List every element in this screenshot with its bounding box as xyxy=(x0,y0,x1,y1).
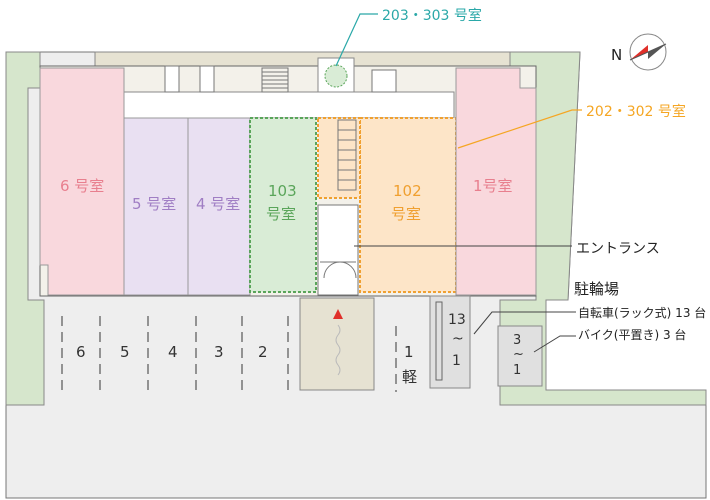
bicycle-count-bottom: 1 xyxy=(452,353,461,369)
corridor xyxy=(123,91,455,119)
walkway-line xyxy=(335,324,341,376)
room-103 xyxy=(249,117,317,293)
bicycle-label: 自転車(ラック式) 13 台 xyxy=(578,306,707,320)
parking-lines xyxy=(61,316,397,392)
bicycle-rack-icon xyxy=(435,301,443,381)
parking-space-3: 3 xyxy=(214,343,224,361)
room-102-suffix: 号室 xyxy=(391,205,422,223)
door-arc xyxy=(323,261,341,279)
room-103-suffix: 号室 xyxy=(266,205,297,223)
bicycle-count-top: 13 xyxy=(448,312,466,328)
room-1 xyxy=(455,67,537,296)
room-4 xyxy=(187,117,251,296)
motorbike-label: バイク(平置き) 3 台 xyxy=(578,328,687,342)
room-1-label: 1号室 xyxy=(473,177,513,195)
motorbike-area xyxy=(497,325,543,387)
parking-space-5: 5 xyxy=(120,343,130,361)
bicycle-rack-area xyxy=(429,295,471,389)
bicycle-leader xyxy=(473,311,576,335)
top-doors xyxy=(164,65,397,93)
bicycle-count-tilde: ~ xyxy=(452,331,464,347)
motorbike-count-tilde: ~ xyxy=(513,347,524,362)
entrance-label: エントランス xyxy=(576,241,660,257)
room-102-ext xyxy=(317,117,361,199)
parking-space-2: 2 xyxy=(258,343,268,361)
motorbike-leader xyxy=(533,335,576,353)
room-102-number: 102 xyxy=(393,182,422,200)
compass-letter: N xyxy=(611,46,623,64)
stairs-icon xyxy=(261,67,289,93)
room-6-label: 6 号室 xyxy=(60,177,105,195)
kei-label: 軽 xyxy=(402,368,418,386)
bike-parking-title: 駐輪場 xyxy=(574,280,620,298)
green-strip-left xyxy=(5,51,45,406)
room-103-number: 103 xyxy=(268,182,297,200)
compass-icon xyxy=(629,33,667,71)
parking-space-4: 4 xyxy=(168,343,178,361)
entrance-hall xyxy=(317,204,359,296)
room-4-label: 4 号室 xyxy=(196,195,241,213)
callout-top: 203・303 号室 xyxy=(382,8,482,24)
callout-line-top xyxy=(335,13,378,67)
door-arc-2 xyxy=(339,261,357,279)
parking-space-1: 1 xyxy=(404,343,414,361)
stairs-icon-2 xyxy=(337,119,357,191)
callout-line-right xyxy=(457,109,582,149)
tree-icon xyxy=(324,64,348,88)
room-5-label: 5 号室 xyxy=(132,195,177,213)
motorbike-count-bottom: 1 xyxy=(513,363,522,378)
entrance-marker-icon xyxy=(333,309,343,319)
room-102 xyxy=(359,117,457,293)
room-6 xyxy=(39,67,125,296)
callout-right: 202・302 号室 xyxy=(586,104,686,120)
room-5 xyxy=(123,117,189,296)
motorbike-count-top: 3 xyxy=(513,333,522,348)
parking-space-6: 6 xyxy=(76,343,86,361)
